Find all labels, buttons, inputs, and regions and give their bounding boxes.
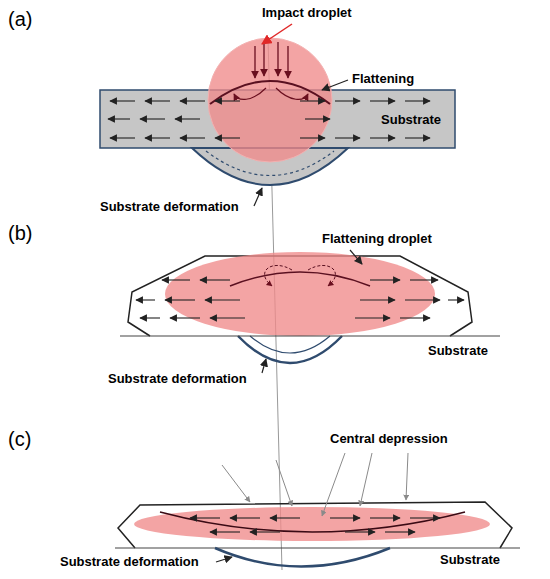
part-label: Substrate xyxy=(440,553,500,568)
part-label: Flattening droplet xyxy=(322,232,432,247)
panel-b xyxy=(120,250,500,373)
part-label: Substrate xyxy=(428,344,488,359)
part-label: Central depression xyxy=(330,432,448,447)
part-label: Substrate deformation xyxy=(60,555,199,570)
panel-letter: (c) xyxy=(8,428,31,451)
band-label: Substrate xyxy=(379,112,443,127)
substrate-band: Substrate xyxy=(100,90,455,148)
part-label: Flattening xyxy=(352,72,414,87)
panel-letter: (a) xyxy=(8,8,32,31)
panel-a xyxy=(100,24,455,206)
panel-c xyxy=(115,453,520,567)
part-label: Substrate deformation xyxy=(108,372,247,387)
panel-letter: (b) xyxy=(8,222,32,245)
part-label: Impact droplet xyxy=(262,6,352,21)
part-label: Substrate deformation xyxy=(100,200,239,215)
